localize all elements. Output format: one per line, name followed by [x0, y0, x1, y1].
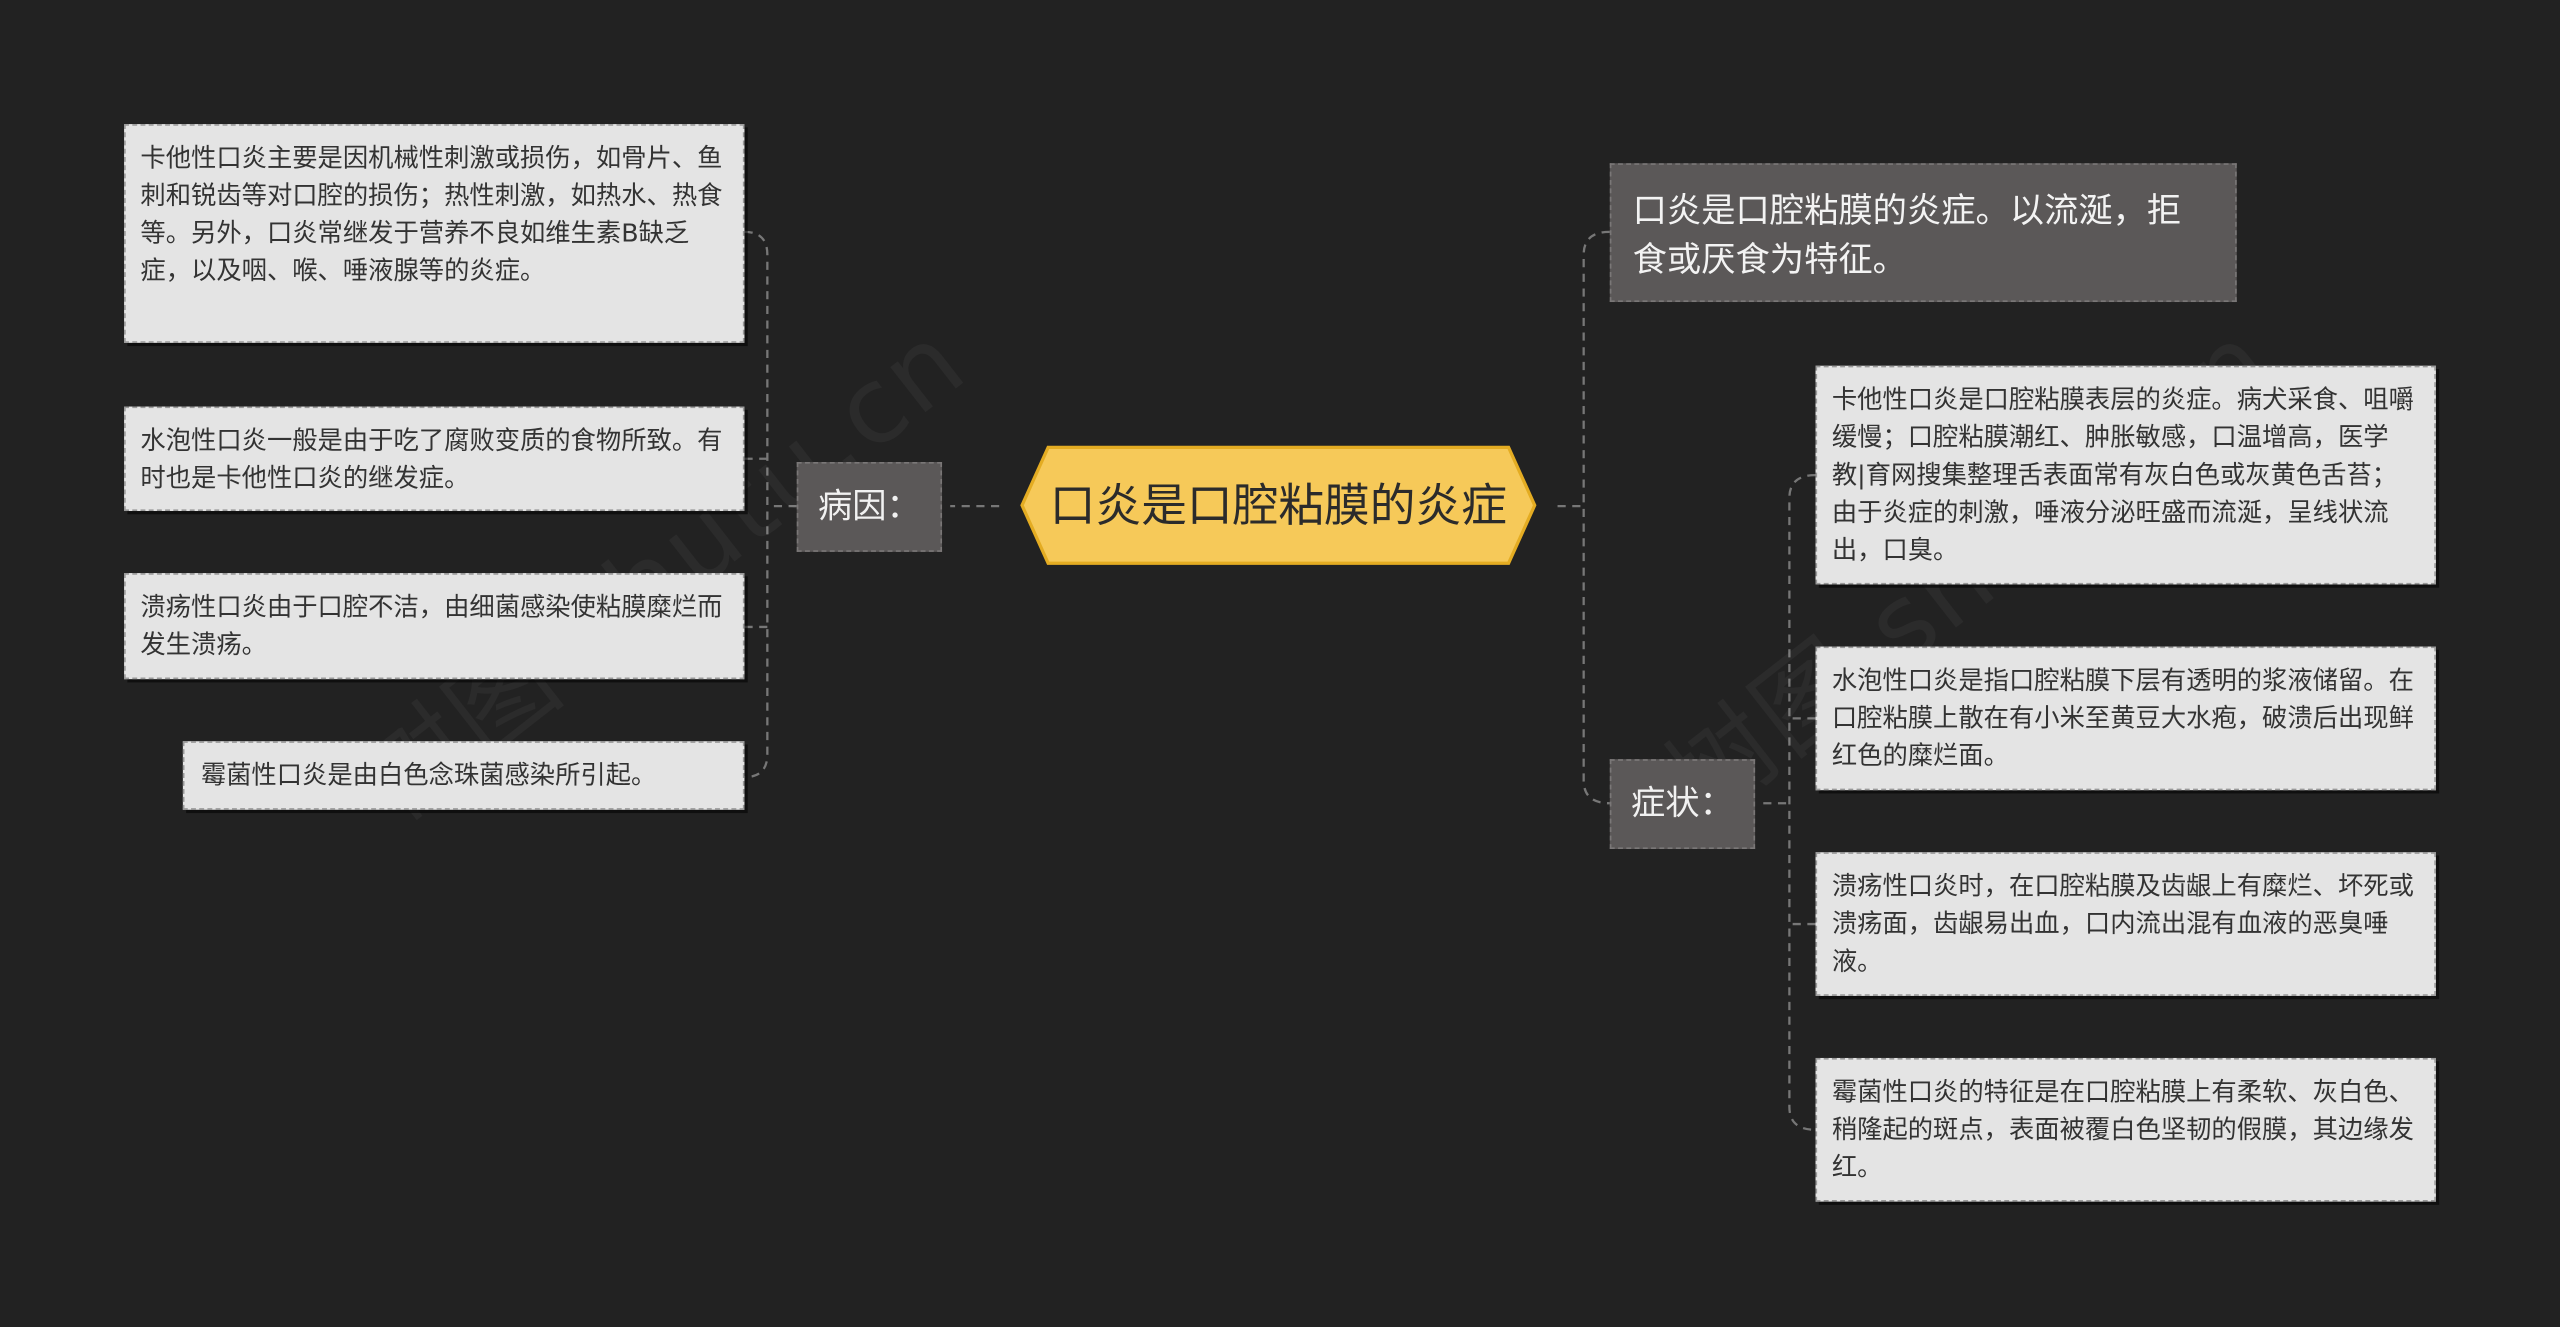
branch-symptom-label: 症状：	[1631, 783, 1734, 823]
symptom-item-vesicular[interactable]: 水泡性口炎是指口腔粘膜下层有透明的浆液储留。在口腔粘膜上散在有小米至黄豆大水疱，…	[1815, 646, 2436, 791]
leaf-text: 溃疡性口炎由于口腔不洁，由细菌感染使粘膜糜烂而发生溃疡。	[140, 592, 723, 660]
symptom-item-fungal[interactable]: 霉菌性口炎的特征是在口腔粘膜上有柔软、灰白色、稍隆起的斑点，表面被覆白色坚韧的假…	[1815, 1057, 2436, 1202]
leaf-text: 溃疡性口炎时，在口腔粘膜及齿龈上有糜烂、坏死或溃疡面，齿龈易出血，口内流出混有血…	[1831, 871, 2414, 977]
leaf-text: 霉菌性口炎是由白色念珠菌感染所引起。	[200, 760, 657, 791]
leaf-text: 霉菌性口炎的特征是在口腔粘膜上有柔软、灰白色、稍隆起的斑点，表面被覆白色坚韧的假…	[1831, 1077, 2414, 1183]
leaf-text: 卡他性口炎主要是因机械性刺激或损伤，如骨片、鱼刺和锐齿等对口腔的损伤；热性刺激，…	[140, 143, 723, 286]
root-title: 口炎是口腔粘膜的炎症	[1049, 478, 1507, 533]
branch-symptom[interactable]: 症状：	[1609, 759, 1756, 849]
cause-item-ulcerative[interactable]: 溃疡性口炎由于口腔不洁，由细菌感染使粘膜糜烂而发生溃疡。	[124, 573, 745, 680]
connector-symptom-bracket	[1788, 473, 1816, 1131]
root-hexagon-shape	[1020, 445, 1537, 565]
symptom-item-catarrhal[interactable]: 卡他性口炎是口腔粘膜表层的炎症。病犬采食、咀嚼缓慢；口腔粘膜潮红、肿胀敏感，口温…	[1815, 365, 2436, 585]
definition-node[interactable]: 口炎是口腔粘膜的炎症。以流涎，拒食或厌食为特征。	[1609, 163, 2237, 303]
leaf-text: 水泡性口炎是指口腔粘膜下层有透明的浆液储留。在口腔粘膜上散在有小米至黄豆大水疱，…	[1831, 666, 2414, 771]
root-topic[interactable]: 口炎是口腔粘膜的炎症	[999, 444, 1557, 566]
cause-item-fungal[interactable]: 霉菌性口炎是由白色念珠菌感染所引起。	[182, 741, 745, 810]
connector-cause-bracket	[744, 230, 769, 779]
cause-item-vesicular[interactable]: 水泡性口炎一般是由于吃了腐败变质的食物所致。有时也是卡他性口炎的继发症。	[124, 406, 745, 512]
branch-cause[interactable]: 病因：	[796, 462, 943, 552]
leaf-text: 卡他性口炎是口腔粘膜表层的炎症。病犬采食、咀嚼缓慢；口腔粘膜潮红、肿胀敏感，口温…	[1831, 385, 2414, 565]
leaf-text: 水泡性口炎一般是由于吃了腐败变质的食物所致。有时也是卡他性口炎的继发症。	[140, 426, 723, 494]
definition-text: 口炎是口腔粘膜的炎症。以流涎，拒食或厌食为特征。	[1632, 191, 2182, 280]
cause-item-catarrhal[interactable]: 卡他性口炎主要是因机械性刺激或损伤，如骨片、鱼刺和锐齿等对口腔的损伤；热性刺激，…	[124, 124, 745, 343]
branch-cause-label: 病因：	[817, 486, 921, 526]
symptom-item-ulcerative[interactable]: 溃疡性口炎时，在口腔粘膜及齿龈上有糜烂、坏死或溃疡面，齿龈易出血，口内流出混有血…	[1815, 852, 2436, 996]
connector-right-bracket	[1582, 230, 1610, 805]
